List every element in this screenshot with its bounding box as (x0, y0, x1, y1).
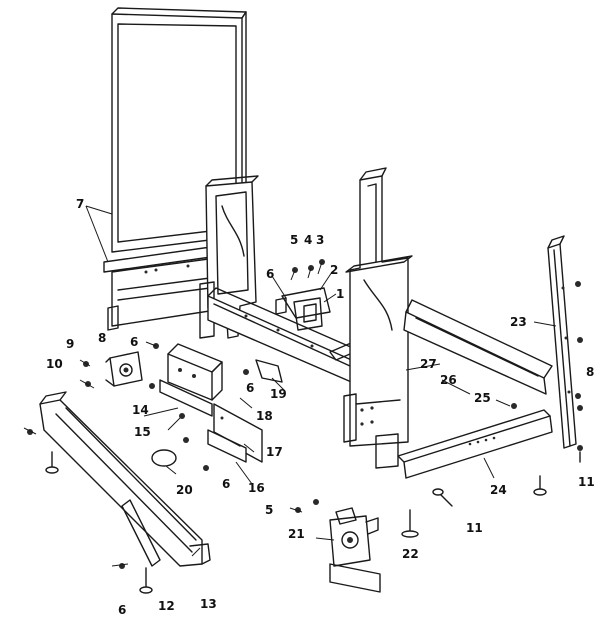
callout-7: 7 (76, 197, 85, 211)
callout-12: 12 (158, 599, 175, 613)
callout-11-right: 11 (578, 475, 595, 489)
callout-18: 18 (256, 409, 273, 423)
bracket-assembly (275, 287, 331, 331)
callout-19: 19 (270, 387, 287, 401)
callout-2: 2 (330, 263, 339, 277)
callout-1: 1 (336, 287, 345, 301)
clip (207, 429, 247, 463)
fasteners (23, 259, 583, 594)
callout-6-upper: 6 (266, 267, 275, 281)
callout-11-bottom: 11 (466, 521, 483, 535)
callout-6-left: 6 (130, 335, 139, 349)
upper-rail (403, 299, 553, 395)
callout-9: 9 (66, 337, 75, 351)
lower-rail (397, 409, 553, 479)
mounting-plate (213, 403, 263, 463)
leader-lines (85, 205, 557, 557)
callout-8-left: 8 (98, 331, 107, 345)
callout-25: 25 (474, 391, 491, 405)
callout-10: 10 (46, 357, 63, 371)
callout-6-bracket: 6 (222, 477, 231, 491)
small-bracket (255, 359, 283, 383)
side-track (547, 235, 577, 449)
callout-21: 21 (288, 527, 305, 541)
mounting-bracket (159, 343, 223, 417)
callout-14: 14 (132, 403, 149, 417)
callout-17: 17 (266, 445, 283, 459)
callout-4: 4 (304, 233, 313, 247)
wire-loop (151, 449, 177, 467)
callout-15: 15 (134, 425, 151, 439)
right-side-frame (343, 167, 413, 469)
callout-8-right: 8 (586, 365, 595, 379)
valve-assembly (329, 507, 381, 593)
callout-23: 23 (510, 315, 527, 329)
bottom-channel (39, 391, 211, 567)
callout-5-lower: 5 (265, 503, 274, 517)
callout-22: 22 (402, 547, 419, 561)
callout-6-bottom: 6 (118, 603, 127, 617)
callout-16: 16 (248, 481, 265, 495)
callout-27: 27 (420, 357, 437, 371)
callout-24: 24 (490, 483, 507, 497)
switch-block-left (105, 351, 143, 387)
callout-5-upper: 5 (290, 233, 299, 247)
callout-3: 3 (316, 233, 325, 247)
callout-26: 26 (440, 373, 457, 387)
callout-20: 20 (176, 483, 193, 497)
callout-6-mid: 6 (246, 381, 255, 395)
callout-13: 13 (200, 597, 217, 611)
